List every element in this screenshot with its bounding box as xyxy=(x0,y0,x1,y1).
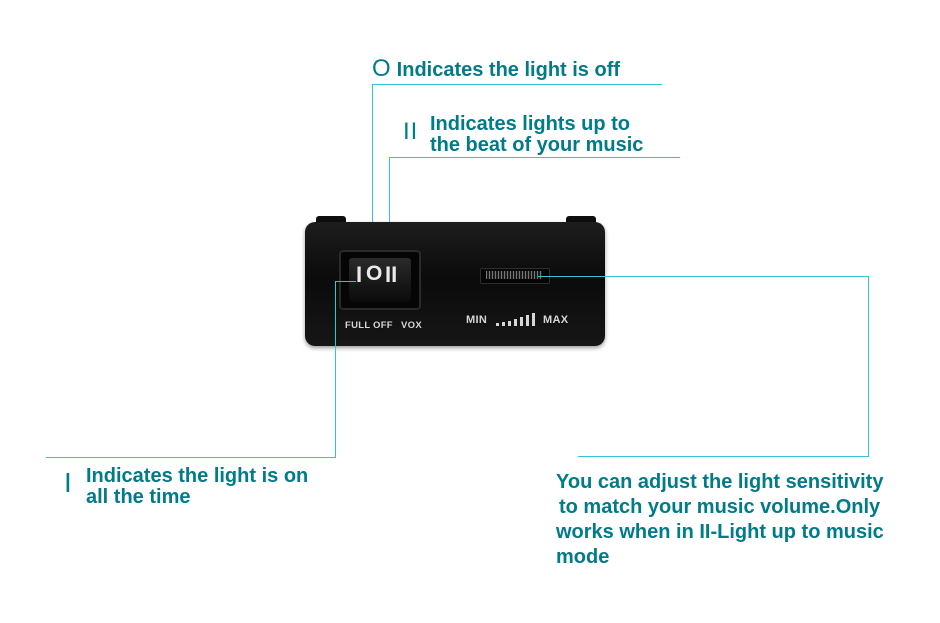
label-max: MAX xyxy=(543,314,569,326)
label-min: MIN xyxy=(466,314,488,326)
on-text-line1: Indicates the light is on xyxy=(86,465,309,487)
label-off: OFF xyxy=(373,320,393,331)
rocker-switch[interactable] xyxy=(349,258,411,302)
leader-line-sensitivity-bottom xyxy=(578,456,869,457)
switch-symbol-on: I xyxy=(356,262,363,287)
leader-line-on-horizontal xyxy=(46,457,336,458)
leader-line-off-horizontal xyxy=(372,84,662,85)
callout-on: Indicates the light is on all the time xyxy=(86,466,308,508)
volume-wedge-icon xyxy=(496,313,535,326)
off-symbol: O xyxy=(372,55,391,82)
leader-line-on-vertical xyxy=(335,281,336,457)
sensitivity-text-line1: You can adjust the light sensitivity xyxy=(556,471,884,493)
leader-line-off-vertical xyxy=(372,84,373,270)
leader-line-sensitivity-vertical xyxy=(868,276,869,456)
switch-symbol-off: O xyxy=(366,262,383,285)
callout-music: Indicates lights up to the beat of your … xyxy=(430,114,643,156)
leader-line-music-vertical xyxy=(389,157,390,270)
on-text-line2: all the time xyxy=(86,486,191,508)
music-symbol: II xyxy=(403,118,419,145)
callout-sensitivity: You can adjust the light sensitivity to … xyxy=(556,470,884,570)
sensitivity-text-line2: to match your music volume.Only xyxy=(559,496,881,518)
leader-line-sensitivity-horizontal xyxy=(538,276,869,277)
device-tab-right xyxy=(566,216,596,226)
label-vox: VOX xyxy=(401,320,422,331)
sensitivity-text-line4: mode xyxy=(556,546,610,568)
music-text-line2: the beat of your music xyxy=(430,134,644,156)
off-text: Indicates the light is off xyxy=(396,59,621,81)
leader-line-on-to-switch xyxy=(335,281,356,282)
leader-line-music-horizontal xyxy=(389,157,680,158)
device-tab-left xyxy=(316,216,346,226)
sensitivity-text-line3: works when in II-Light up to music xyxy=(556,521,884,543)
on-symbol: I xyxy=(64,467,72,498)
sensitivity-slider-knob[interactable] xyxy=(486,271,542,279)
switch-symbol-music: II xyxy=(385,262,398,287)
music-text-line1: Indicates lights up to xyxy=(430,113,631,135)
label-full: FULL xyxy=(345,320,371,331)
